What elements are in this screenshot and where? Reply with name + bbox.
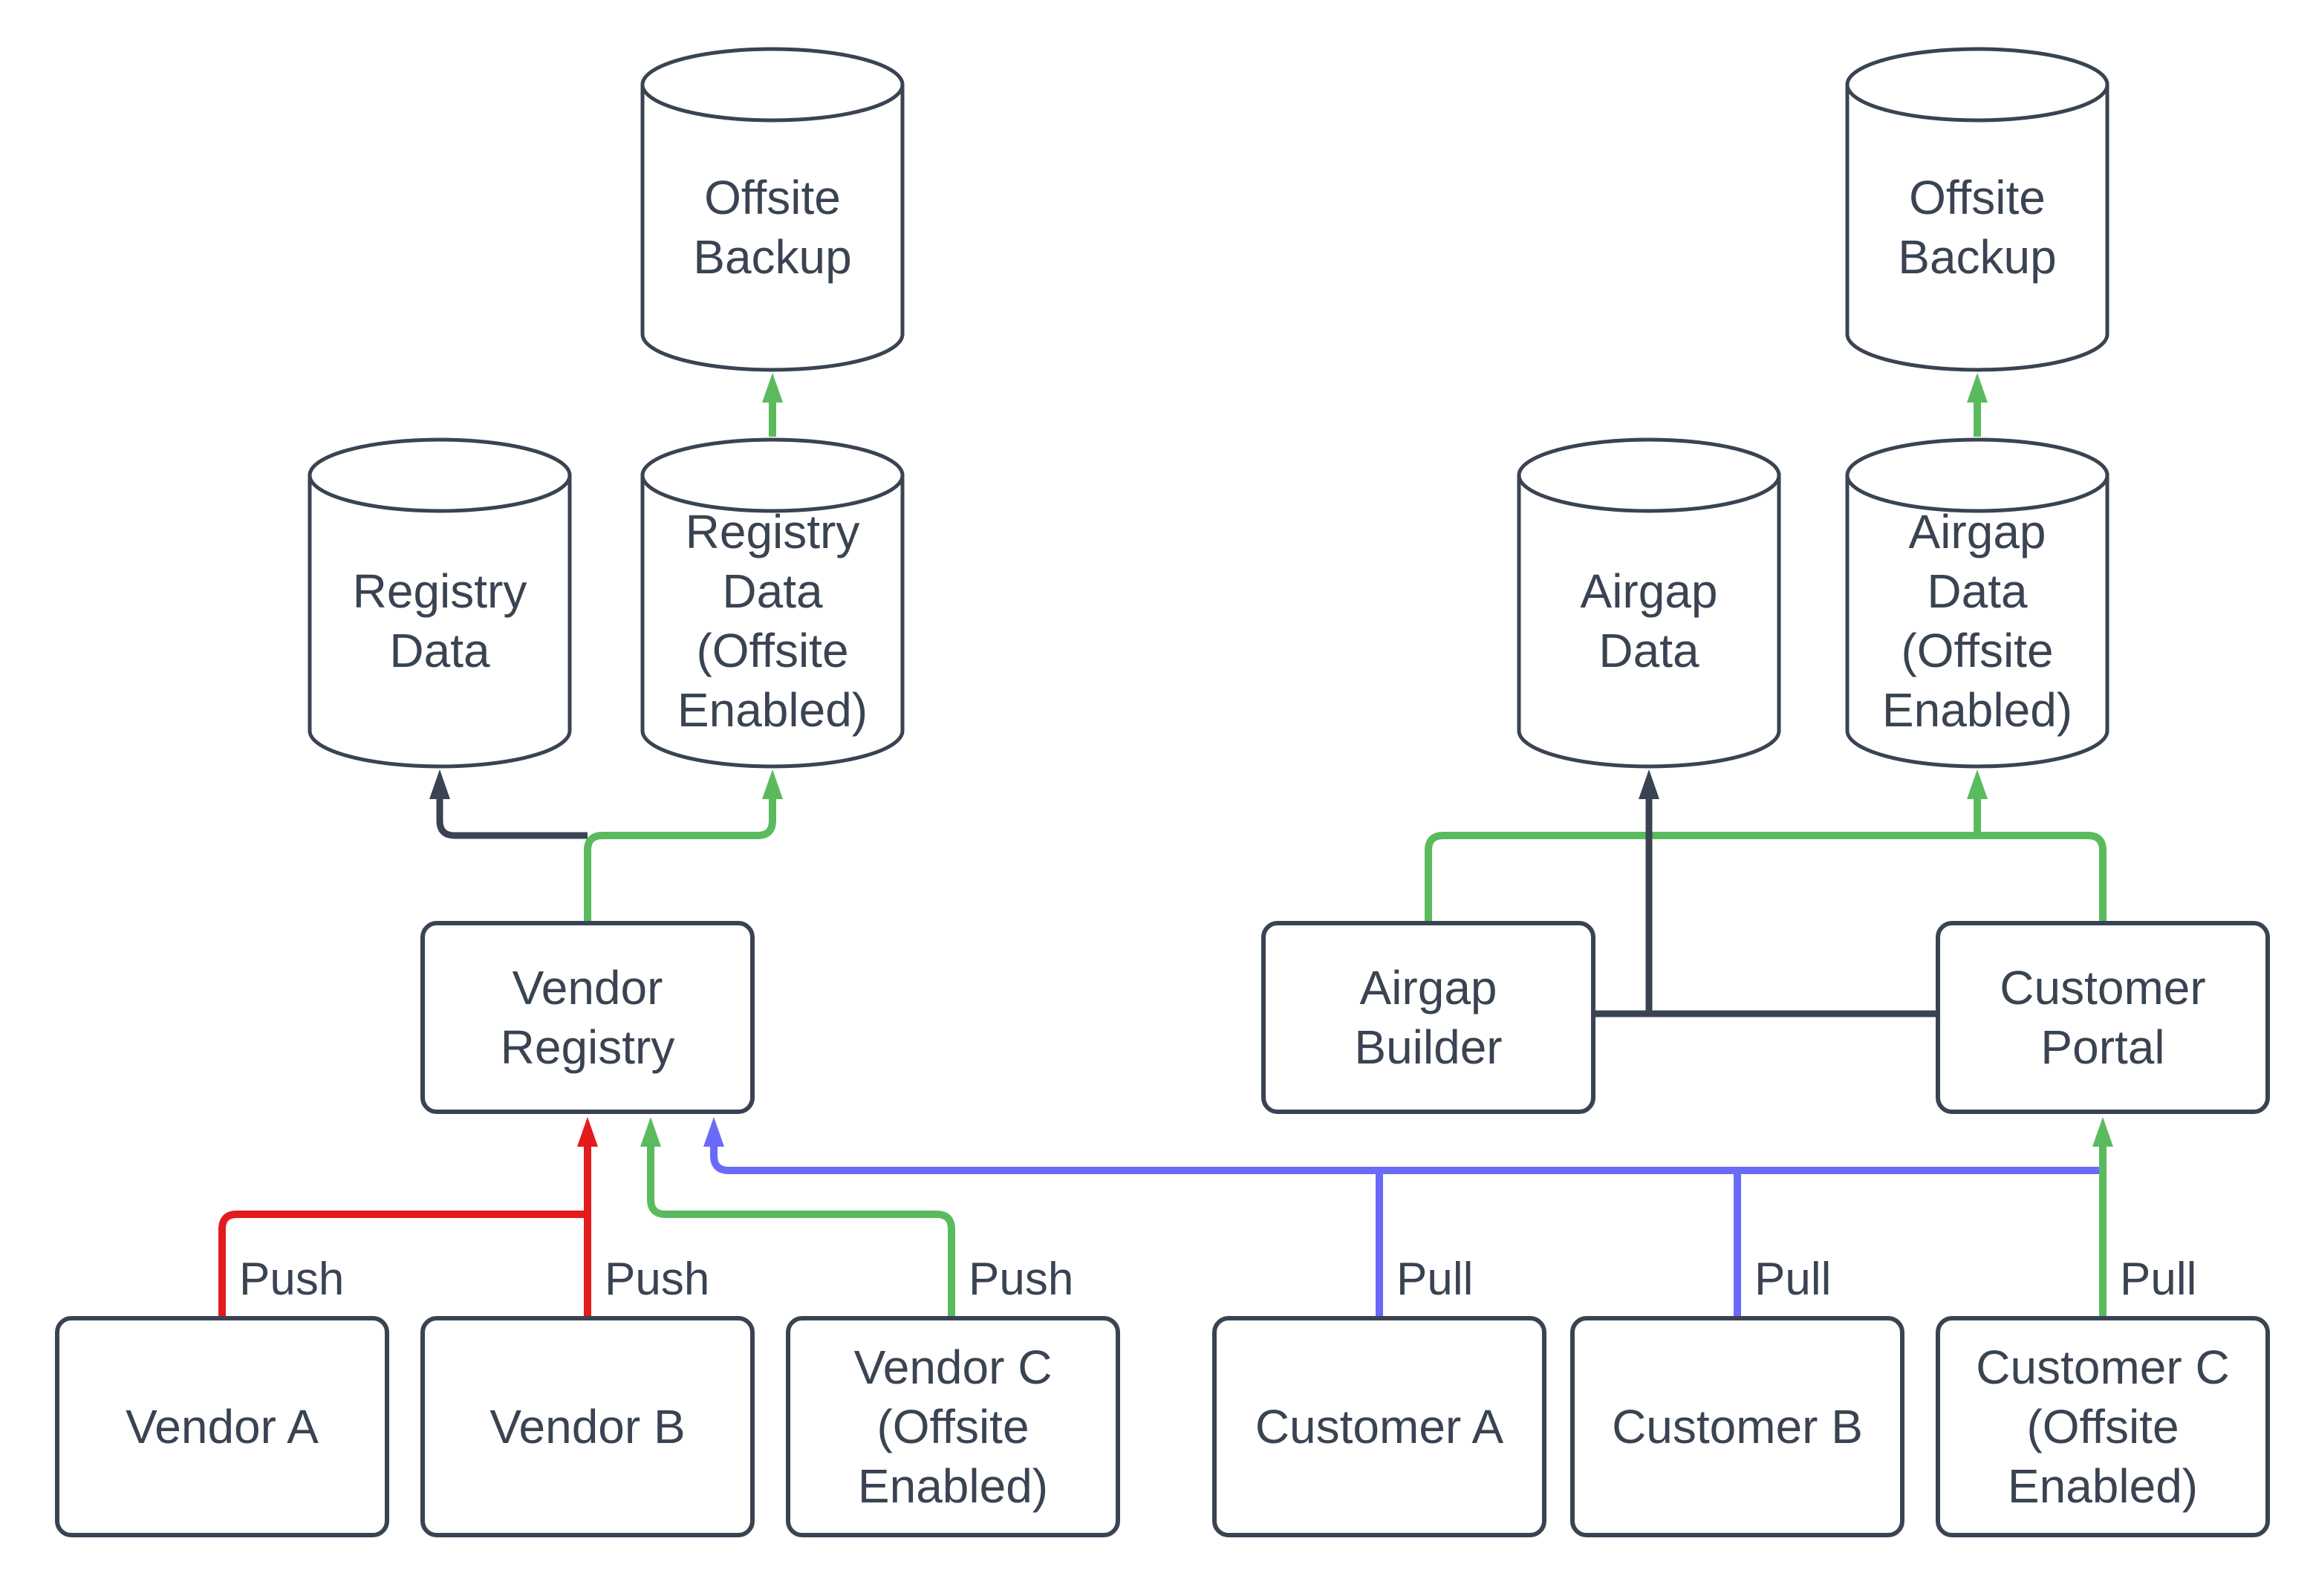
vendor-b-push-arrowhead <box>577 1117 598 1147</box>
airgap-data-cylinder <box>1517 437 1781 769</box>
offsite-backup-right-cylinder <box>1845 47 2109 372</box>
push-label-vendor-a: Push <box>239 1254 345 1305</box>
edge-vendor-c-push <box>647 1147 955 1316</box>
edge-customer-portal-to-airgap-builder-link <box>1425 832 2107 921</box>
airgap-data-offsite-arrowhead <box>1967 769 1988 799</box>
registry-data-offsite-arrowhead <box>762 769 783 799</box>
customer-b-label: Customer B <box>1612 1400 1863 1453</box>
cylinder-body <box>1845 82 2109 372</box>
cylinder-body <box>1845 473 2109 769</box>
cylinder-body <box>1517 473 1781 769</box>
airgap-data-offsite-cylinder <box>1845 437 2109 769</box>
pull-label-customer-c: Pull <box>2120 1254 2197 1305</box>
edge-customers-pull-trunk <box>710 1147 2099 1174</box>
cylinder-body <box>308 473 572 769</box>
vendor-a-node: Vendor A <box>55 1316 389 1537</box>
cylinder-body <box>640 82 905 372</box>
offsite-backup-right-arrowhead <box>1967 373 1988 403</box>
airgap-builder-label: Airgap Builder <box>1354 961 1503 1074</box>
vendor-b-label: Vendor B <box>489 1400 686 1453</box>
pull-label-customer-a: Pull <box>1396 1254 1474 1305</box>
push-label-vendor-b: Push <box>605 1254 710 1305</box>
cylinder-top <box>1845 47 2109 123</box>
vendor-c-node: Vendor C (Offsite Enabled) <box>786 1316 1120 1537</box>
airgap-data-arrowhead <box>1639 769 1659 799</box>
cylinder-top <box>640 437 905 513</box>
vendor-registry-label: Vendor Registry <box>500 961 675 1074</box>
customer-c-node: Customer C (Offsite Enabled) <box>1936 1316 2270 1537</box>
registry-data-cylinder <box>308 437 572 769</box>
offsite-backup-left-cylinder <box>640 47 905 372</box>
cylinder-top <box>1517 437 1781 513</box>
customer-portal-pull-arrowhead <box>2092 1117 2113 1147</box>
vendor-registry-node: Vendor Registry <box>420 921 755 1114</box>
edge-vendor-registry-to-registry-data-offsite <box>584 799 776 921</box>
vendor-b-node: Vendor B <box>420 1316 755 1537</box>
registry-data-offsite-cylinder <box>640 437 905 769</box>
airgap-builder-node: Airgap Builder <box>1261 921 1595 1114</box>
customer-c-label: Customer C (Offsite Enabled) <box>1976 1341 2230 1513</box>
vendor-c-push-arrowhead <box>640 1117 661 1147</box>
vendor-a-label: Vendor A <box>126 1400 319 1453</box>
customer-b-node: Customer B <box>1570 1316 1904 1537</box>
cylinder-top <box>308 437 572 513</box>
offsite-backup-left-arrowhead <box>762 373 783 403</box>
vendor-c-label: Vendor C (Offsite Enabled) <box>853 1341 1053 1513</box>
edge-vendor-registry-to-registry-data <box>436 799 588 839</box>
customer-portal-label: Customer Portal <box>2000 961 2206 1074</box>
edge-vendor-a-push <box>218 1211 588 1316</box>
customer-a-node: Customer A <box>1212 1316 1546 1537</box>
registry-data-arrowhead <box>429 769 450 799</box>
customers-pull-arrowhead <box>703 1117 724 1147</box>
cylinder-top <box>1845 437 2109 513</box>
push-label-vendor-c: Push <box>969 1254 1074 1305</box>
customer-portal-node: Customer Portal <box>1936 921 2270 1114</box>
pull-label-customer-b: Pull <box>1754 1254 1832 1305</box>
customer-a-label: Customer A <box>1255 1400 1504 1453</box>
cylinder-top <box>640 47 905 123</box>
cylinder-body <box>640 473 905 769</box>
